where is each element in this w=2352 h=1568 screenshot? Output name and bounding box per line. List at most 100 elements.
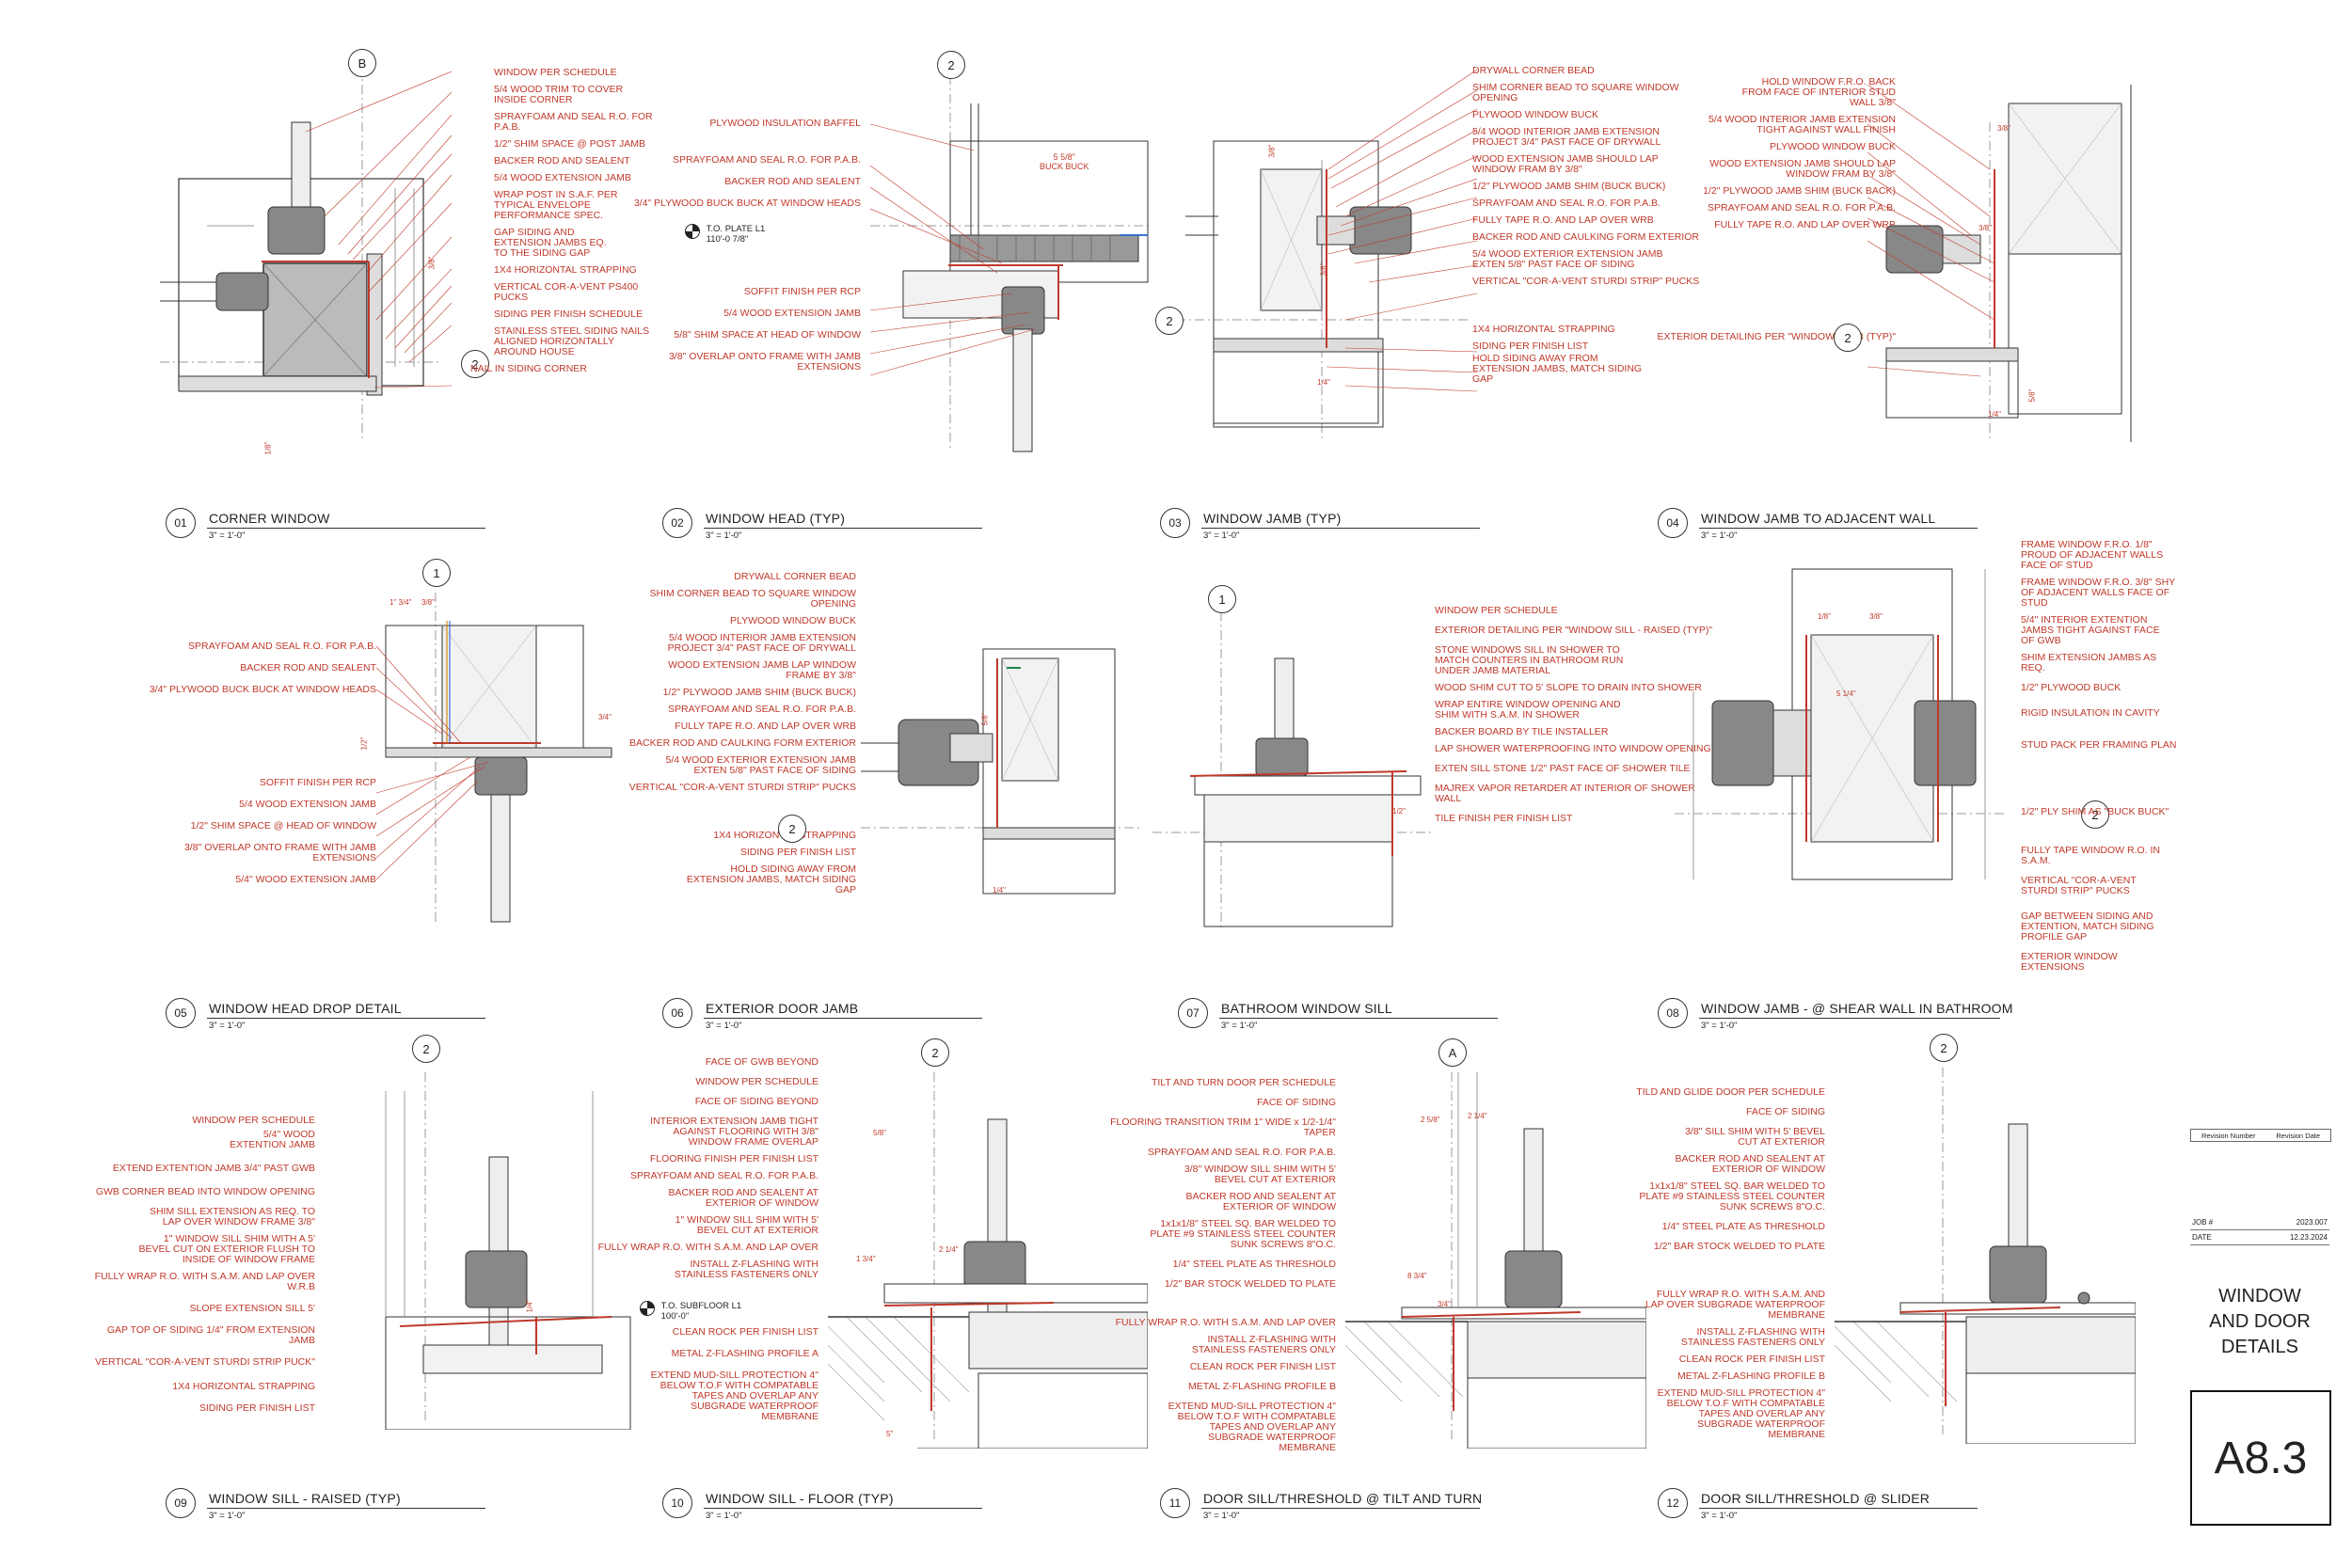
dimension: 1/8" bbox=[263, 441, 273, 455]
callout: VERTICAL "COR-A-VENT STURDI STRIP" PUCKS bbox=[2021, 875, 2137, 896]
dimension: 1/2" bbox=[359, 736, 369, 751]
callout: SIDING PER FINISH LIST bbox=[199, 1402, 315, 1414]
callout: 1/2" BAR STOCK WELDED TO PLATE bbox=[1653, 1241, 1825, 1252]
callout: SHIM CORNER BEAD TO SQUARE WINDOW OPENIN… bbox=[1472, 82, 1679, 103]
detail-08-callouts: FRAME WINDOW F.R.O. 1/8" PROUD OF ADJACE… bbox=[2021, 540, 2181, 979]
callout: EXTEN SILL STONE 1/2" PAST FACE OF SHOWE… bbox=[1435, 763, 1691, 774]
callout: SPRAYFOAM AND SEAL R.O. FOR P.A.B. bbox=[1708, 202, 1896, 214]
grid-bubble: 1 bbox=[1208, 585, 1236, 613]
callout: 1/2" PLYWOOD JAMB SHIM (BUCK BACK) bbox=[1703, 185, 1896, 197]
detail-name: WINDOW JAMB (TYP) bbox=[1203, 511, 1342, 526]
callout: TILE FINISH PER FINISH LIST bbox=[1435, 813, 1573, 824]
detail-name: WINDOW JAMB TO ADJACENT WALL bbox=[1701, 511, 1936, 526]
callout: FACE OF GWB BEYOND bbox=[705, 1056, 818, 1068]
callout: BACKER ROD AND SEALENT AT EXTERIOR OF WI… bbox=[1185, 1191, 1337, 1212]
callout: BACKER ROD AND SEALENT bbox=[494, 155, 630, 166]
detail-number: 10 bbox=[662, 1488, 692, 1518]
detail-05-linework bbox=[376, 593, 612, 923]
dimension: 1/4" bbox=[1988, 410, 2001, 419]
callout: BACKER BOARD BY TILE INSTALLER bbox=[1435, 726, 1609, 737]
callout: NAIL IN SIDING CORNER bbox=[470, 363, 587, 374]
callout: PLYWOOD WINDOW BUCK bbox=[730, 615, 856, 626]
callout: 1/2" PLY SHIM AS "BUCK BUCK" bbox=[2021, 806, 2169, 817]
detail-scale: 3" = 1'-0" bbox=[1701, 1511, 1738, 1521]
dimension: 5/8" bbox=[873, 1129, 886, 1137]
detail-02-linework bbox=[870, 75, 1152, 452]
callout: 1" WINDOW SILL SHIM WITH 5' BEVEL CUT AT… bbox=[675, 1214, 818, 1236]
callout: PLYWOOD WINDOW BUCK bbox=[1770, 141, 1896, 152]
callout: 1x1x1/8" STEEL SQ. BAR WELDED TO PLATE #… bbox=[1639, 1180, 1825, 1212]
date-label: DATE bbox=[2192, 1233, 2212, 1242]
detail-11-title: 11 DOOR SILL/THRESHOLD @ TILT AND TURN 3… bbox=[1160, 1488, 1482, 1526]
detail-number: 02 bbox=[662, 508, 692, 538]
callout: METAL Z-FLASHING PROFILE B bbox=[1188, 1381, 1336, 1392]
detail-12-title: 12 DOOR SILL/THRESHOLD @ SLIDER 3" = 1'-… bbox=[1658, 1488, 1978, 1526]
job-row: JOB # 2023.007 bbox=[2190, 1215, 2329, 1230]
callout: 3/8" OVERLAP ONTO FRAME WITH JAMB EXTENS… bbox=[183, 842, 376, 863]
dimension: 8 3/4" bbox=[1407, 1272, 1427, 1280]
callout: FLOORING FINISH PER FINISH LIST bbox=[649, 1153, 818, 1164]
callout: SLOPE EXTENSION SILL 5' bbox=[189, 1303, 315, 1314]
dimension: 1/4" bbox=[525, 1299, 534, 1313]
callout: 5/4 WOOD INTERIOR JAMB EXTENSION TIGHT A… bbox=[1708, 114, 1896, 135]
detail-number: 12 bbox=[1658, 1488, 1688, 1518]
detail-number: 09 bbox=[166, 1488, 196, 1518]
callout: 1x1x1/8" STEEL SQ. BAR WELDED TO PLATE #… bbox=[1150, 1218, 1336, 1250]
detail-07-drawing: 1 1/2" bbox=[1152, 574, 1435, 950]
detail-04-drawing: 2 3/8" 3/8" 1/4" 5/8" bbox=[1834, 66, 2150, 461]
elevation-value: 110'-0 7/8" bbox=[706, 234, 749, 245]
callout: INSTALL Z-FLASHING WITH STAINLESS FASTEN… bbox=[1680, 1326, 1825, 1348]
callout: FULLY TAPE R.O. AND LAP OVER WRB bbox=[675, 721, 856, 732]
title-rule bbox=[207, 528, 485, 529]
callout: 1/4" STEEL PLATE AS THRESHOLD bbox=[1172, 1259, 1336, 1270]
detail-number: 07 bbox=[1178, 998, 1208, 1028]
detail-scale: 3" = 1'-0" bbox=[209, 1021, 246, 1031]
detail-03-drawing: 2 3/8" 3/8" 1/4" bbox=[1155, 66, 1477, 470]
callout: EXTERIOR WINDOW EXTENSIONS bbox=[2021, 951, 2118, 973]
sheet-title: WINDOW AND DOOR DETAILS bbox=[2209, 1285, 2311, 1357]
detail-01-callouts: WINDOW PER SCHEDULE 5/4 WOOD TRIM TO COV… bbox=[470, 68, 673, 381]
callout: GAP TOP OF SIDING 1/4" FROM EXTENSION JA… bbox=[106, 1324, 315, 1346]
callout: FACE OF SIDING bbox=[1745, 1106, 1825, 1117]
revision-table-header: Revision Number Revision Date bbox=[2190, 1129, 2331, 1142]
grid-bubble: 2 bbox=[778, 815, 806, 843]
grid-bubble: 2 bbox=[1930, 1034, 1958, 1062]
callout: SIDING PER FINISH SCHEDULE bbox=[494, 309, 644, 320]
detail-scale: 3" = 1'-0" bbox=[1701, 531, 1738, 541]
callout: SPRAYFOAM AND SEAL R.O. FOR P.A.B. bbox=[668, 704, 856, 715]
dimension: 1 3/4" bbox=[856, 1255, 876, 1263]
detail-number: 04 bbox=[1658, 508, 1688, 538]
callout: FACE OF SIDING bbox=[1256, 1097, 1336, 1108]
detail-scale: 3" = 1'-0" bbox=[1221, 1021, 1258, 1031]
callout: EXTERIOR DETAILING PER "WINDOW SILL - RA… bbox=[1435, 625, 1713, 636]
detail-07-callouts: WINDOW PER SCHEDULE EXTERIOR DETAILING P… bbox=[1435, 606, 1717, 831]
callout: FULLY WRAP R.O. WITH S.A.M. AND LAP OVER… bbox=[1645, 1289, 1825, 1321]
callout: EXTEND MUD-SILL PROTECTION 4" BELOW T.O.… bbox=[1657, 1387, 1825, 1440]
callout: CLEAN ROCK PER FINISH LIST bbox=[1189, 1361, 1336, 1372]
callout: 3/8" WINDOW SILL SHIM WITH 5' BEVEL CUT … bbox=[1184, 1164, 1336, 1185]
date-row: DATE 12.23.2024 bbox=[2190, 1230, 2329, 1245]
callout: SPRAYFOAM AND SEAL R.O. FOR P.A.B. bbox=[673, 154, 861, 166]
dimension: 5 5/8" BUCK BUCK bbox=[1040, 152, 1089, 171]
callout: INSTALL Z-FLASHING WITH STAINLESS FASTEN… bbox=[1191, 1334, 1336, 1355]
detail-05-title: 05 WINDOW HEAD DROP DETAIL 3" = 1'-0" bbox=[166, 998, 485, 1036]
detail-02-title: 02 WINDOW HEAD (TYP) 3" = 1'-0" bbox=[662, 508, 982, 546]
detail-scale: 3" = 1'-0" bbox=[706, 1021, 742, 1031]
callout: 1X4 HORIZONTAL STRAPPING bbox=[494, 264, 637, 276]
title-rule bbox=[704, 528, 982, 529]
callout: LAP SHOWER WATERPROOFING INTO WINDOW OPE… bbox=[1435, 743, 1711, 754]
dimension: 1" 3/4" bbox=[389, 598, 412, 607]
callout: VERTICAL COR-A-VENT PS400 PUCKS bbox=[494, 281, 639, 303]
callout: 3/8" SILL SHIM WITH 5' BEVEL CUT AT EXTE… bbox=[1685, 1126, 1825, 1148]
callout: EXTEND MUD-SILL PROTECTION 4" BELOW T.O.… bbox=[650, 1370, 818, 1422]
dimension-value: 5 5/8" bbox=[1053, 152, 1075, 162]
elevation-symbol bbox=[685, 224, 700, 239]
detail-name: DOOR SILL/THRESHOLD @ SLIDER bbox=[1701, 1491, 1931, 1506]
grid-bubble: 1 bbox=[422, 559, 451, 587]
callout: HOLD SIDING AWAY FROM EXTENSION JAMBS, M… bbox=[1472, 353, 1643, 385]
callout: 5/4 WOOD TRIM TO COVER INSIDE CORNER bbox=[494, 84, 624, 105]
detail-09-drawing: 2 1/4" bbox=[348, 1035, 649, 1430]
callout: 1X4 HORIZONTAL STRAPPING bbox=[713, 830, 856, 841]
callout: 5/4 WOOD INTERIOR JAMB EXTENSION PROJECT… bbox=[667, 632, 856, 654]
